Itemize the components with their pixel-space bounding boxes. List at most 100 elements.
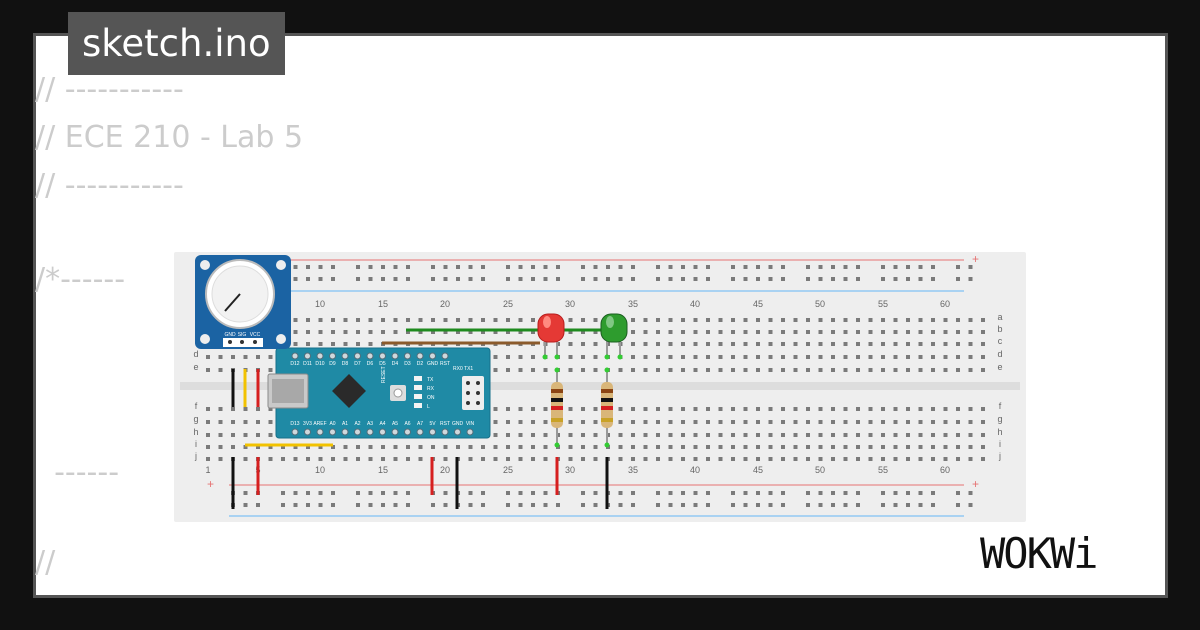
breadboard-hole (456, 265, 460, 269)
arduino-pin-label: D12 (290, 361, 299, 367)
potentiometer[interactable]: GND SIG VCC (195, 255, 291, 349)
breadboard-hole (481, 445, 485, 449)
breadboard-hole (531, 457, 535, 461)
arduino-pin[interactable] (391, 428, 399, 436)
arduino-pin-label: D11 (303, 361, 312, 367)
arduino-pin[interactable] (416, 428, 424, 436)
breadboard-hole (656, 420, 660, 424)
arduino-pin[interactable] (316, 428, 324, 436)
breadboard-hole (831, 491, 835, 495)
breadboard-hole (618, 445, 623, 449)
breadboard-hole (818, 318, 823, 322)
breadboard-hole (968, 368, 973, 372)
arduino-pin[interactable] (291, 352, 299, 360)
arduino-pin-label: D6 (367, 361, 374, 367)
arduino-pin[interactable] (429, 352, 436, 360)
breadboard-hole (406, 265, 410, 269)
breadboard-hole (568, 420, 573, 424)
breadboard-hole (931, 342, 935, 346)
breadboard-hole (743, 491, 748, 495)
breadboard-hole (881, 433, 885, 437)
breadboard-hole (981, 368, 985, 372)
breadboard-hole (956, 407, 960, 411)
breadboard-hole (543, 491, 548, 495)
breadboard-hole (593, 420, 598, 424)
breadboard-hole (393, 491, 398, 495)
breadboard-hole (956, 330, 960, 334)
breadboard-hole (593, 407, 598, 411)
breadboard-hole (656, 277, 660, 281)
breadboard-hole (268, 355, 273, 359)
breadboard-hole (956, 318, 960, 322)
breadboard-hole (781, 420, 785, 424)
arduino-pin[interactable] (366, 352, 374, 360)
breadboard-hole (568, 318, 573, 322)
green-led[interactable] (600, 313, 628, 358)
breadboard-hole (393, 265, 398, 269)
breadboard-hole (206, 457, 210, 461)
arduino-pin[interactable] (391, 352, 399, 360)
wokwi-logo-text: WOKWi (980, 529, 1096, 578)
arduino-pin-label: D5 (379, 361, 386, 367)
arduino-pin[interactable] (304, 352, 311, 360)
arduino-pin[interactable] (316, 352, 324, 360)
breadboard-hole (568, 355, 573, 359)
resistor[interactable] (551, 370, 563, 446)
arduino-pin[interactable] (404, 352, 411, 360)
arduino-pin[interactable] (416, 352, 424, 360)
breadboard-hole (468, 265, 473, 269)
breadboard-hole (418, 330, 423, 334)
arduino-pin[interactable] (379, 428, 386, 436)
breadboard-hole (243, 503, 248, 507)
breadboard-hole (931, 265, 935, 269)
arduino-pin[interactable] (366, 428, 374, 436)
breadboard-hole (443, 277, 448, 281)
arduino-pin[interactable] (291, 428, 299, 436)
arduino-pin[interactable] (329, 352, 336, 360)
row-letter: d (997, 349, 1002, 359)
breadboard-hole (856, 457, 860, 461)
breadboard-hole (643, 330, 648, 334)
breadboard-hole (631, 277, 635, 281)
breadboard-hole (318, 330, 323, 334)
breadboard-hole (706, 342, 710, 346)
breadboard-hole (743, 342, 748, 346)
breadboard-hole (418, 445, 423, 449)
breadboard-hole (568, 433, 573, 437)
arduino-pin[interactable] (429, 428, 436, 436)
breadboard-hole (843, 420, 848, 424)
breadboard-hole (706, 457, 710, 461)
breadboard-hole (668, 265, 673, 269)
arduino-pin[interactable] (454, 428, 461, 436)
column-number: 30 (565, 299, 575, 309)
file-tab[interactable]: sketch.ino (68, 12, 285, 75)
breadboard-hole (531, 420, 535, 424)
arduino-pin[interactable] (404, 428, 411, 436)
arduino-pin[interactable] (354, 428, 361, 436)
breadboard-hole (843, 265, 848, 269)
breadboard-hole (468, 445, 473, 449)
breadboard-hole (681, 342, 685, 346)
breadboard-hole (531, 445, 535, 449)
breadboard-hole (218, 355, 223, 359)
arduino-pin[interactable] (441, 428, 449, 436)
status-leds (414, 376, 422, 408)
arduino-pin[interactable] (341, 428, 349, 436)
arduino-pin[interactable] (354, 352, 361, 360)
breadboard-hole (218, 420, 223, 424)
arduino-pin[interactable] (379, 352, 386, 360)
arduino-pin[interactable] (304, 428, 311, 436)
breadboard-hole (693, 277, 698, 281)
breadboard-hole (668, 368, 673, 372)
breadboard-hole (593, 457, 598, 461)
arduino-pin[interactable] (441, 352, 449, 360)
arduino-pin[interactable] (329, 428, 336, 436)
breadboard-hole (781, 265, 785, 269)
arduino-pin[interactable] (341, 352, 349, 360)
breadboard-hole (956, 355, 960, 359)
resistor[interactable] (601, 370, 613, 446)
arduino-pin[interactable] (466, 428, 474, 436)
breadboard-hole (493, 368, 498, 372)
breadboard-hole (556, 277, 560, 281)
